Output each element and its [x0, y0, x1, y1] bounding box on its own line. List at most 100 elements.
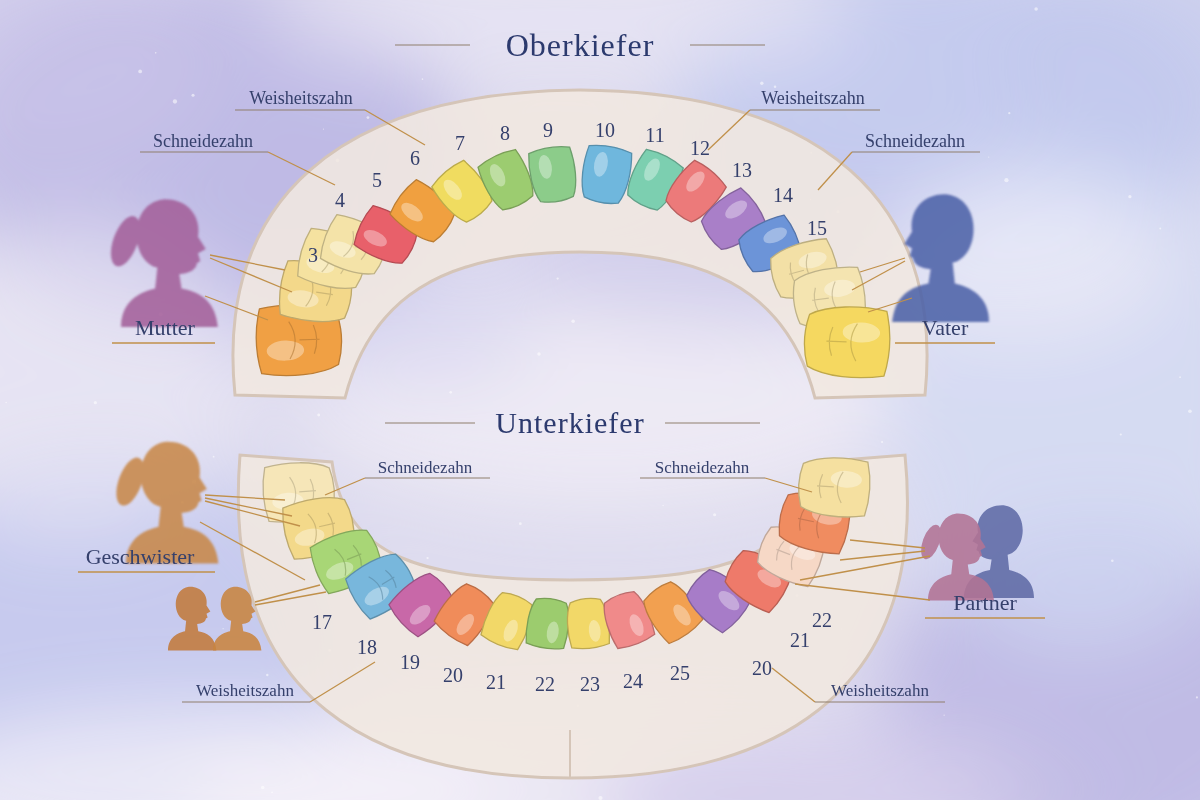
watercolor-blob — [870, 180, 1170, 340]
leader-line — [325, 478, 365, 495]
callout-number: 10 — [595, 120, 615, 140]
tooth-highlight — [670, 601, 694, 628]
tooth — [524, 596, 572, 651]
tooth-highlight — [797, 249, 829, 271]
person-label: Partner — [953, 592, 1017, 614]
speckle — [760, 82, 763, 85]
tooth — [797, 455, 872, 518]
callout-number: 4 — [335, 190, 345, 210]
speckle — [881, 441, 883, 443]
speckle — [261, 786, 265, 790]
tooth-highlight — [501, 618, 521, 644]
speckle — [271, 791, 273, 793]
label-rule — [640, 478, 765, 479]
watercolor-blob — [1000, 0, 1200, 180]
speckle — [598, 796, 602, 800]
speckle — [557, 277, 559, 279]
callout-number: 6 — [410, 148, 420, 168]
person-label: Vater — [922, 317, 968, 339]
tooth-highlight — [761, 224, 789, 246]
callout-number: 9 — [543, 120, 553, 140]
speckle — [155, 52, 157, 54]
speckle — [266, 674, 268, 676]
label-rule — [750, 110, 880, 111]
callout-number: 23 — [580, 674, 600, 694]
speckle — [662, 505, 663, 506]
callout-number: 25 — [670, 663, 690, 683]
tooth-highlight — [592, 151, 610, 178]
label-rule — [182, 702, 310, 703]
mother-silhouette — [105, 199, 218, 327]
tooth-highlight — [406, 601, 434, 628]
child-silhouette — [168, 587, 216, 651]
speckle — [774, 85, 777, 88]
speckle — [173, 99, 177, 103]
leader-line — [365, 110, 425, 145]
leader-line — [112, 342, 215, 343]
tooth-highlight — [453, 611, 478, 638]
callout-number: 18 — [357, 637, 377, 657]
callout-number: 7 — [455, 133, 465, 153]
tooth-crown — [797, 455, 872, 518]
watercolor-blob — [0, 0, 220, 180]
jaw-heading: Unterkiefer — [495, 408, 644, 438]
leader-line — [205, 498, 292, 516]
tooth-label: Schneidezahn — [378, 459, 472, 476]
tooth — [578, 142, 634, 206]
speckles — [5, 7, 1198, 800]
speckle — [1111, 559, 1114, 562]
tooth-crown — [578, 142, 634, 206]
watercolor-blob — [260, 0, 860, 80]
label-rule — [852, 152, 980, 153]
speckle — [713, 513, 716, 516]
tooth-highlight — [842, 322, 880, 344]
speckle — [323, 128, 324, 129]
tooth-label: Schneidezahn — [865, 132, 965, 150]
child-silhouette — [213, 587, 261, 651]
upper-gum — [233, 90, 927, 398]
leader-line — [255, 592, 326, 605]
speckle — [223, 628, 224, 629]
tooth-highlight — [588, 619, 602, 642]
leader-line — [795, 584, 930, 600]
tooth — [803, 305, 891, 379]
tooth-cusp — [289, 321, 321, 359]
speckle — [1120, 433, 1122, 435]
tooth-highlight — [830, 470, 862, 489]
callout-number: 17 — [312, 612, 332, 632]
tooth-highlight — [537, 154, 554, 180]
tooth-crown — [803, 305, 891, 379]
tooth-cusp — [826, 322, 858, 361]
leader-line — [310, 662, 375, 702]
speckle — [1179, 376, 1181, 378]
speckle — [1128, 195, 1131, 198]
speckle — [213, 456, 215, 458]
lower-gum — [238, 455, 907, 778]
tooth — [527, 144, 580, 205]
speckle — [317, 414, 320, 417]
leader-line — [772, 668, 815, 702]
lower-teeth — [261, 455, 872, 652]
silhouette — [928, 513, 994, 600]
silhouette — [168, 587, 216, 651]
tooth-label: Weisheitszahn — [831, 682, 929, 699]
tooth-label: Schneidezahn — [153, 132, 253, 150]
callout-number: 11 — [645, 125, 664, 145]
speckle — [1034, 7, 1038, 11]
speckle — [5, 402, 6, 403]
silhouette — [892, 194, 989, 322]
leader-line — [765, 478, 812, 492]
tooth-highlight — [487, 162, 509, 189]
speckle — [537, 352, 540, 355]
tooth-cusp — [369, 565, 402, 599]
speckle — [422, 78, 424, 80]
tooth-crown — [527, 144, 580, 205]
callout-number: 15 — [807, 218, 827, 238]
leader-line — [895, 342, 995, 343]
tooth-label: Weisheitszahn — [196, 682, 294, 699]
silhouette — [213, 587, 261, 651]
silhouette — [121, 199, 218, 327]
